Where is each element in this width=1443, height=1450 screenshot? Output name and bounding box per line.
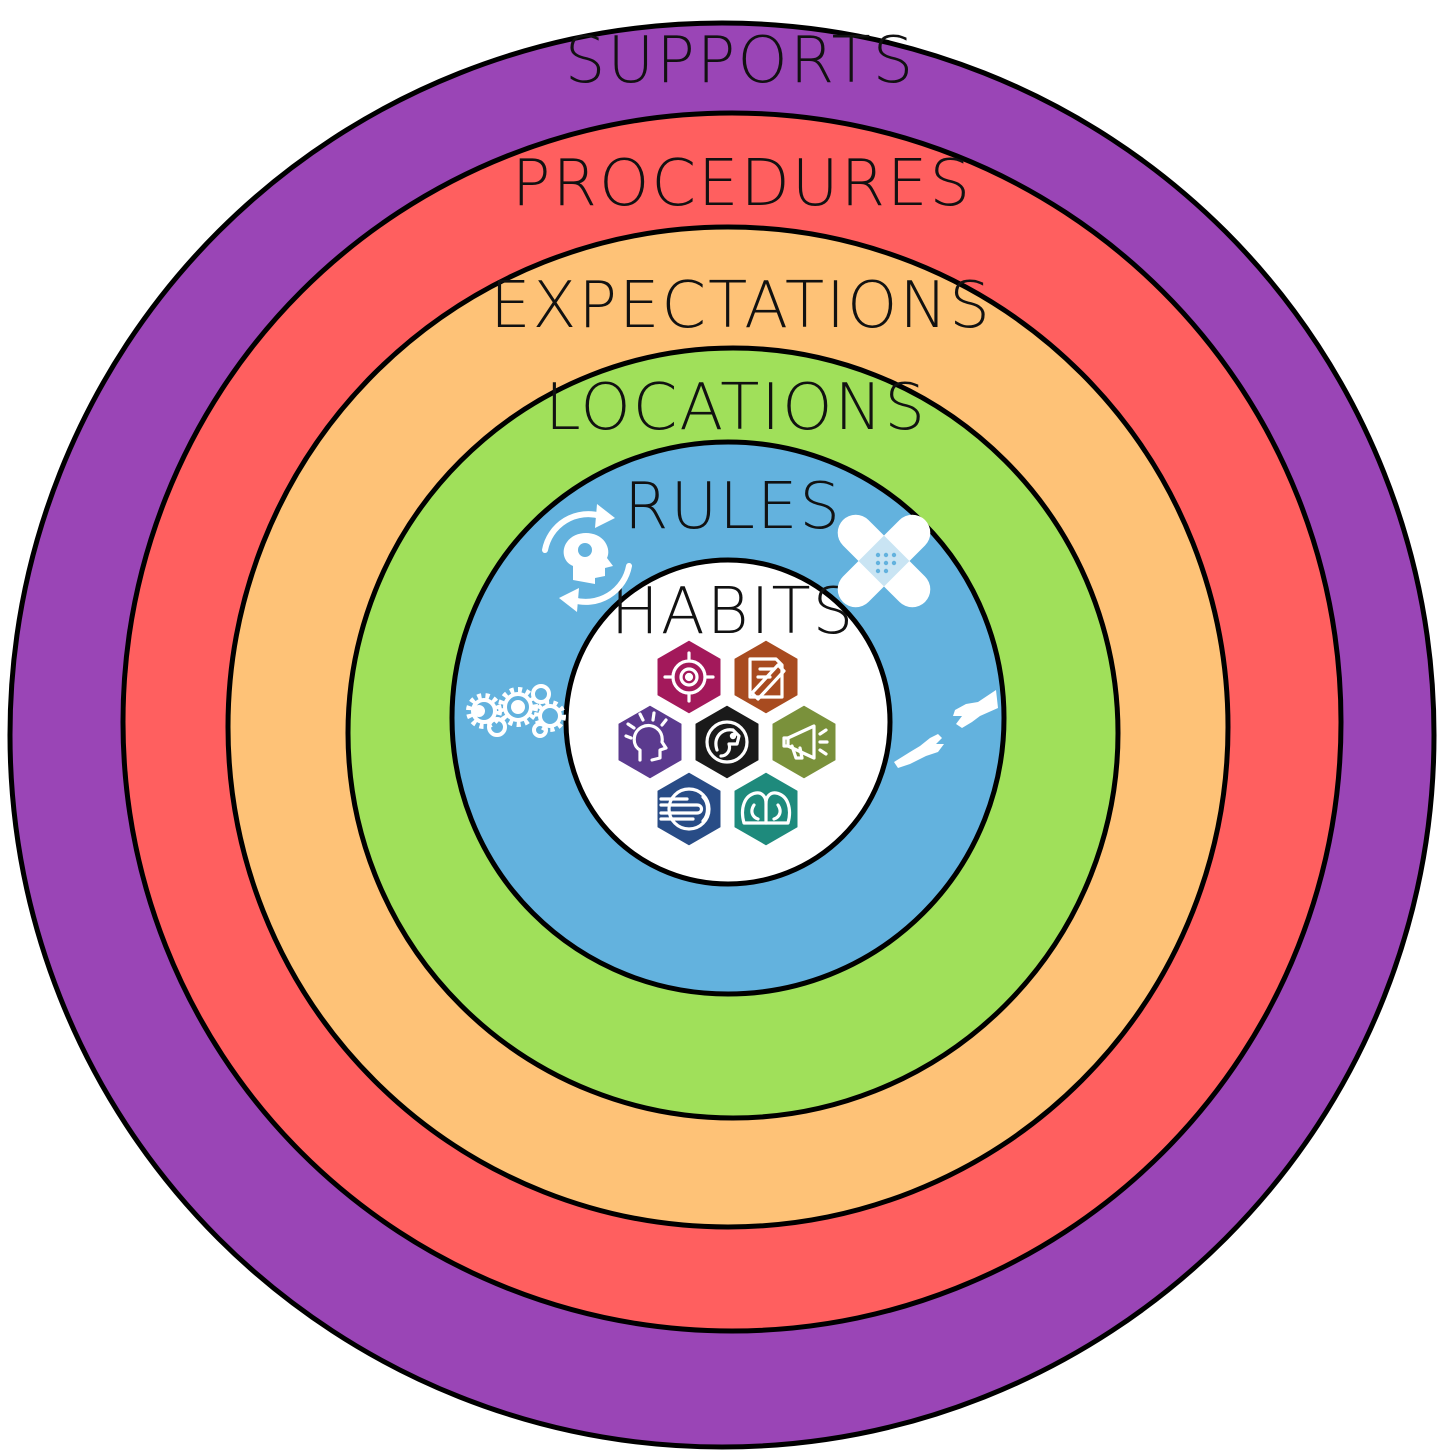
ring-label-habits: HABITS [611,575,855,649]
ring-label-locations: LOCATIONS [545,371,927,445]
megaphone-icon [782,724,829,760]
gears-icon [466,684,566,738]
ring-label-rules: RULES [624,470,842,544]
ring-label-supports: SUPPORTS [565,24,916,98]
habit-hex-7 [731,769,801,849]
habit-hex-3 [615,702,685,782]
two-faces-icon [740,791,792,825]
handshake-icon [659,787,711,831]
helping-hands-icon [894,690,998,768]
ring-label-procedures: PROCEDURES [512,147,972,221]
bandage-icon [837,514,931,608]
pencil-paper-icon [748,657,786,701]
dog-bowl-icon [705,720,749,764]
habit-hex-1 [654,637,724,717]
habit-hex-2 [731,637,801,717]
eye-compass-icon [663,651,715,703]
habit-hex-4 [692,702,762,782]
rotating-mind-icon [542,504,632,612]
habit-hex-5 [769,702,839,782]
lightbulb-head-icon [624,711,668,762]
ring-label-expectations: EXPECTATIONS [490,269,992,343]
habit-hex-6 [654,769,724,849]
